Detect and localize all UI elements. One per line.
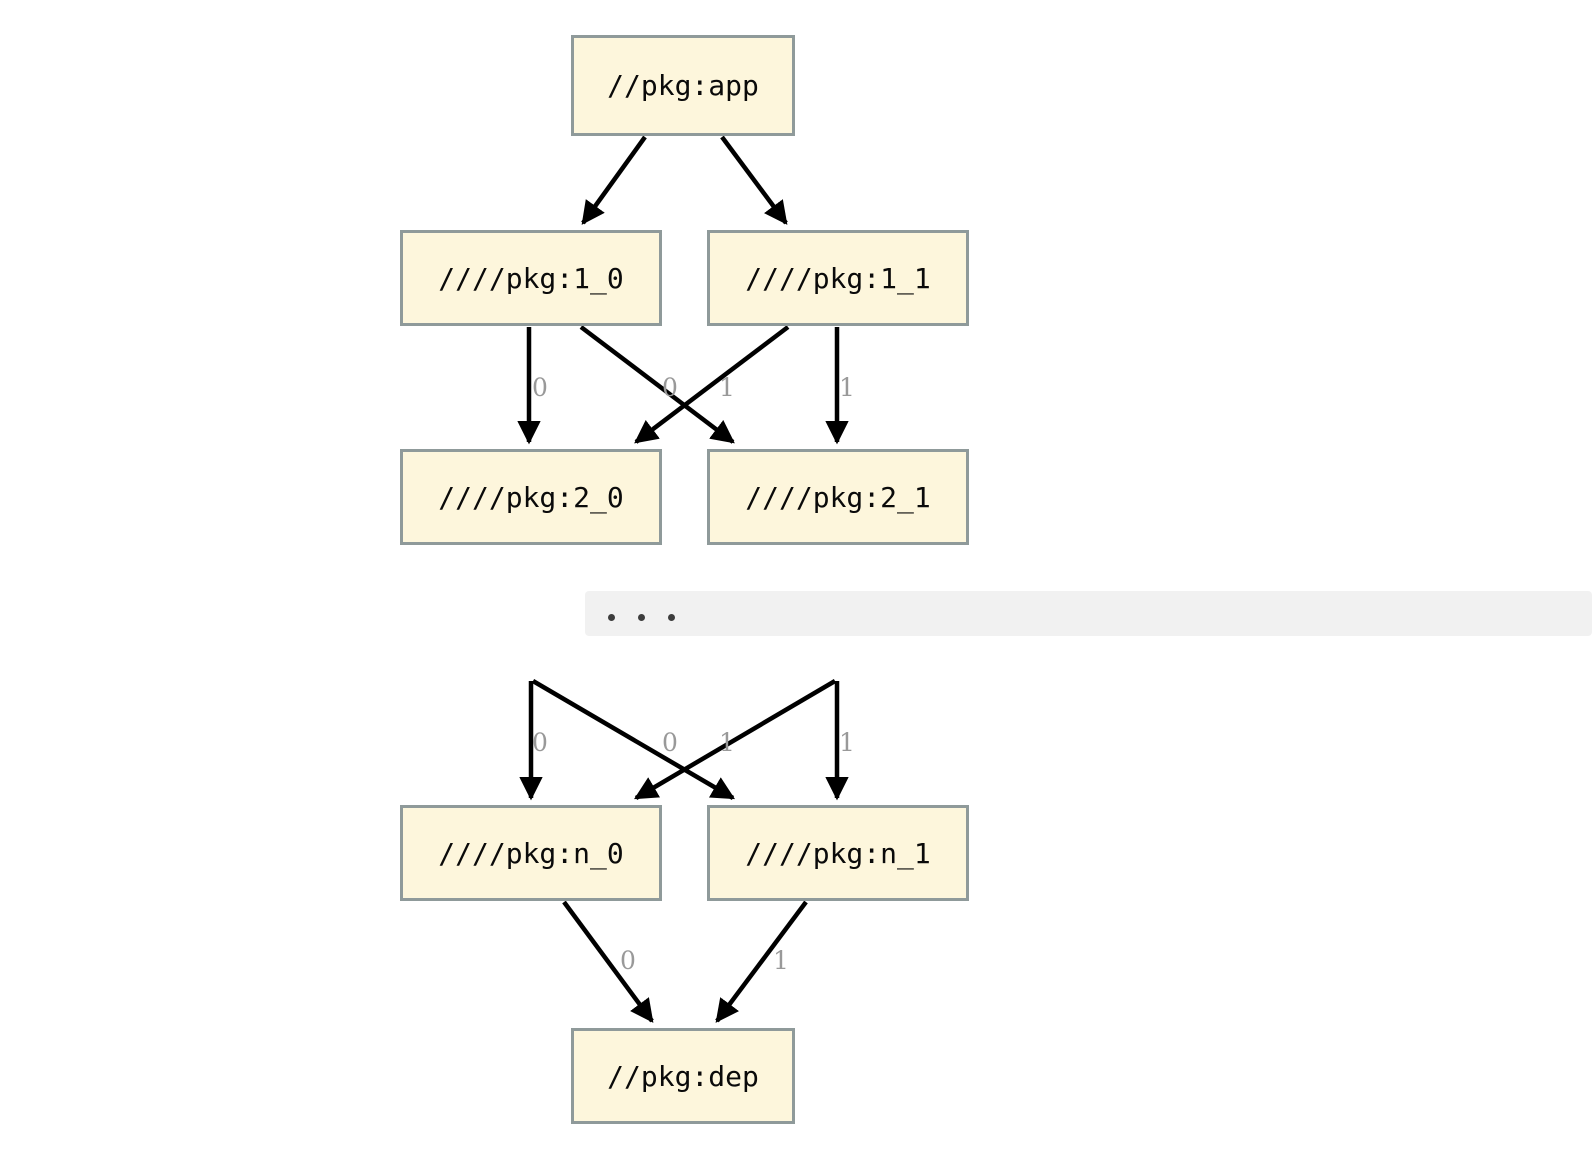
node-app-label: //pkg:app bbox=[607, 69, 759, 102]
node-pkg-n_1-label: ////pkg:n_1 bbox=[745, 836, 931, 870]
node-dep-label: //pkg:dep bbox=[607, 1059, 759, 1093]
edge-label-n_0-to-dep: 0 bbox=[620, 946, 636, 975]
edge-label-1_1-to-2_1: 1 bbox=[839, 373, 855, 402]
ellipsis-dot-2 bbox=[638, 614, 645, 621]
node-pkg-n_0[interactable]: ////pkg:n_0 bbox=[400, 805, 662, 901]
node-app[interactable]: //pkg:app bbox=[571, 35, 795, 136]
node-dep[interactable]: //pkg:dep bbox=[571, 1028, 795, 1124]
ellipsis-band bbox=[585, 591, 1592, 636]
ellipsis-dots bbox=[608, 614, 675, 621]
edge-1_1-to-2_0 bbox=[634, 325, 790, 444]
node-pkg-n_0-label: ////pkg:n_0 bbox=[438, 836, 624, 870]
edge-label-1_0-to-2_1: 0 bbox=[662, 373, 678, 402]
ellipsis-dot-1 bbox=[608, 614, 615, 621]
edge-prev-to-n_0-cross bbox=[633, 679, 837, 800]
node-pkg-1_0[interactable]: ////pkg:1_0 bbox=[400, 230, 662, 326]
edge-label-1_1-to-2_0: 1 bbox=[719, 373, 735, 402]
edge-label-prev-to-n_1-cross: 0 bbox=[662, 728, 678, 757]
node-pkg-1_1-label: ////pkg:1_1 bbox=[745, 261, 931, 295]
node-pkg-2_1-label: ////pkg:2_1 bbox=[745, 480, 931, 514]
edge-app-to-1_1 bbox=[720, 135, 788, 225]
node-pkg-2_0[interactable]: ////pkg:2_0 bbox=[400, 449, 662, 545]
edge-prev-to-n_1-cross bbox=[531, 679, 736, 800]
edge-label-prev-to-n_1: 1 bbox=[839, 728, 855, 757]
node-pkg-2_0-label: ////pkg:2_0 bbox=[438, 480, 624, 514]
node-pkg-1_1[interactable]: ////pkg:1_1 bbox=[707, 230, 969, 326]
edge-n_1-to-dep bbox=[715, 900, 808, 1023]
node-pkg-2_1[interactable]: ////pkg:2_1 bbox=[707, 449, 969, 545]
edge-1_0-to-2_1 bbox=[579, 325, 735, 444]
edge-label-prev-to-n_0: 0 bbox=[532, 728, 548, 757]
node-pkg-1_0-label: ////pkg:1_0 bbox=[438, 261, 624, 295]
edge-label-1_0-to-2_0: 0 bbox=[532, 373, 548, 402]
edge-app-to-1_0 bbox=[581, 135, 647, 225]
edge-n_0-to-dep bbox=[562, 900, 654, 1023]
ellipsis-dot-3 bbox=[668, 614, 675, 621]
node-pkg-n_1[interactable]: ////pkg:n_1 bbox=[707, 805, 969, 901]
edge-label-prev-to-n_0-cross: 1 bbox=[719, 728, 735, 757]
edge-label-n_1-to-dep: 1 bbox=[773, 946, 789, 975]
